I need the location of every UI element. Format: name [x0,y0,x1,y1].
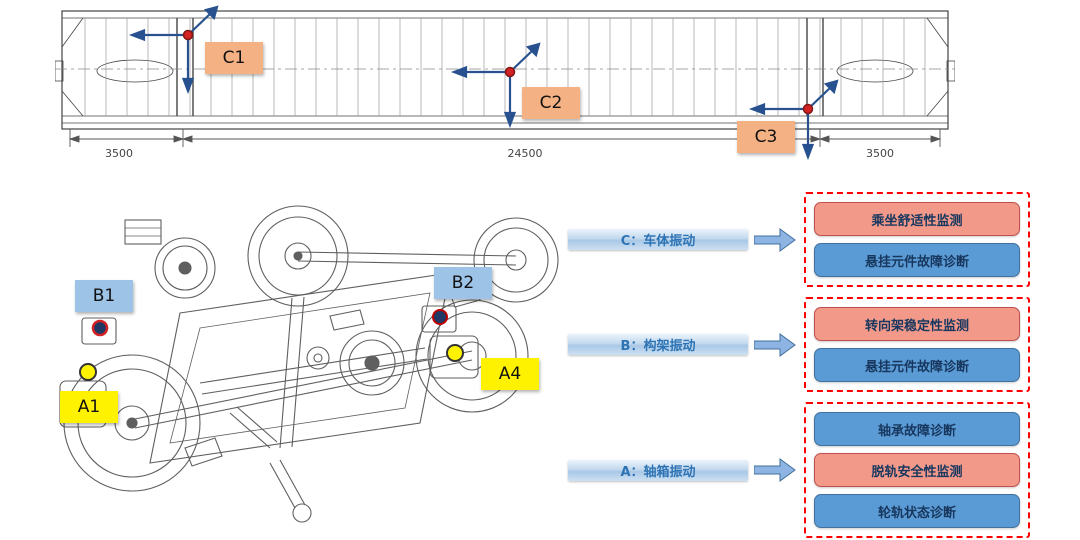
flow-box-suspension-fault-b: 悬挂元件故障诊断 [814,348,1020,382]
carbody-ribs [84,18,926,116]
sensor-axes [128,5,839,161]
sensor-point-a4 [446,344,464,362]
dimension-right: 3500 [866,147,894,160]
dimension-left: 3500 [105,147,133,160]
flow-group-a-boxes: 轴承故障诊断 脱轨安全性监测 轮轨状态诊断 [804,402,1030,538]
sensor-label-c1: C1 [205,42,263,74]
flow-label-axlebox-vibration: A：轴箱振动 [568,459,748,481]
dimension-center: 24500 [508,147,543,160]
sensor-point-b1 [91,319,109,337]
flow-diagram: C：车体振动 乘坐舒适性监测 悬挂元件故障诊断 B：构架振动 转向架稳定性监测 … [568,192,1048,538]
flow-label-carbody-vibration: C：车体振动 [568,229,748,250]
sensor-label-a1: A1 [60,391,118,423]
sensor-point-c1 [182,29,194,41]
dimension-lines [68,129,942,147]
flow-group-c-boxes: 乘坐舒适性监测 悬挂元件故障诊断 [804,192,1030,287]
flow-box-bogie-stability: 转向架稳定性监测 [814,307,1020,341]
right-arrow-icon [754,458,796,482]
right-arrow-icon [754,332,796,357]
right-arrow-icon [754,227,796,252]
bogie-linework [59,205,559,523]
sensor-label-b1: B1 [75,280,133,312]
sensor-point-a1 [79,363,97,381]
carbody-sensor-points [182,29,814,115]
sensor-label-c2: C2 [522,87,580,119]
dimension-labels: 3500 24500 3500 [105,147,894,160]
flow-group-c: C：车体振动 乘坐舒适性监测 悬挂元件故障诊断 [568,192,1048,287]
flow-group-a: A：轴箱振动 轴承故障诊断 脱轨安全性监测 轮轨状态诊断 [568,402,1048,538]
flow-box-derailment-safety: 脱轨安全性监测 [814,453,1020,487]
bogie-sensor-points [79,309,464,381]
bogie-drawing [59,205,559,523]
flow-label-frame-vibration: B：构架振动 [568,334,748,355]
sensor-label-b2: B2 [434,267,492,299]
carbody-drawing: 3500 24500 3500 [55,5,955,161]
sensor-label-c3: C3 [737,121,795,153]
flow-group-b-boxes: 转向架稳定性监测 悬挂元件故障诊断 [804,297,1030,392]
flow-box-ride-comfort: 乘坐舒适性监测 [814,202,1020,236]
flow-box-suspension-fault-c: 悬挂元件故障诊断 [814,243,1020,277]
sensor-point-b2 [432,309,448,325]
sensor-label-a4: A4 [481,358,539,390]
flow-group-b: B：构架振动 转向架稳定性监测 悬挂元件故障诊断 [568,297,1048,392]
flow-box-bearing-fault: 轴承故障诊断 [814,412,1020,446]
sensor-point-c3 [802,103,814,115]
sensor-point-c2 [504,66,516,78]
flow-box-wheel-rail-condition: 轮轨状态诊断 [814,494,1020,528]
